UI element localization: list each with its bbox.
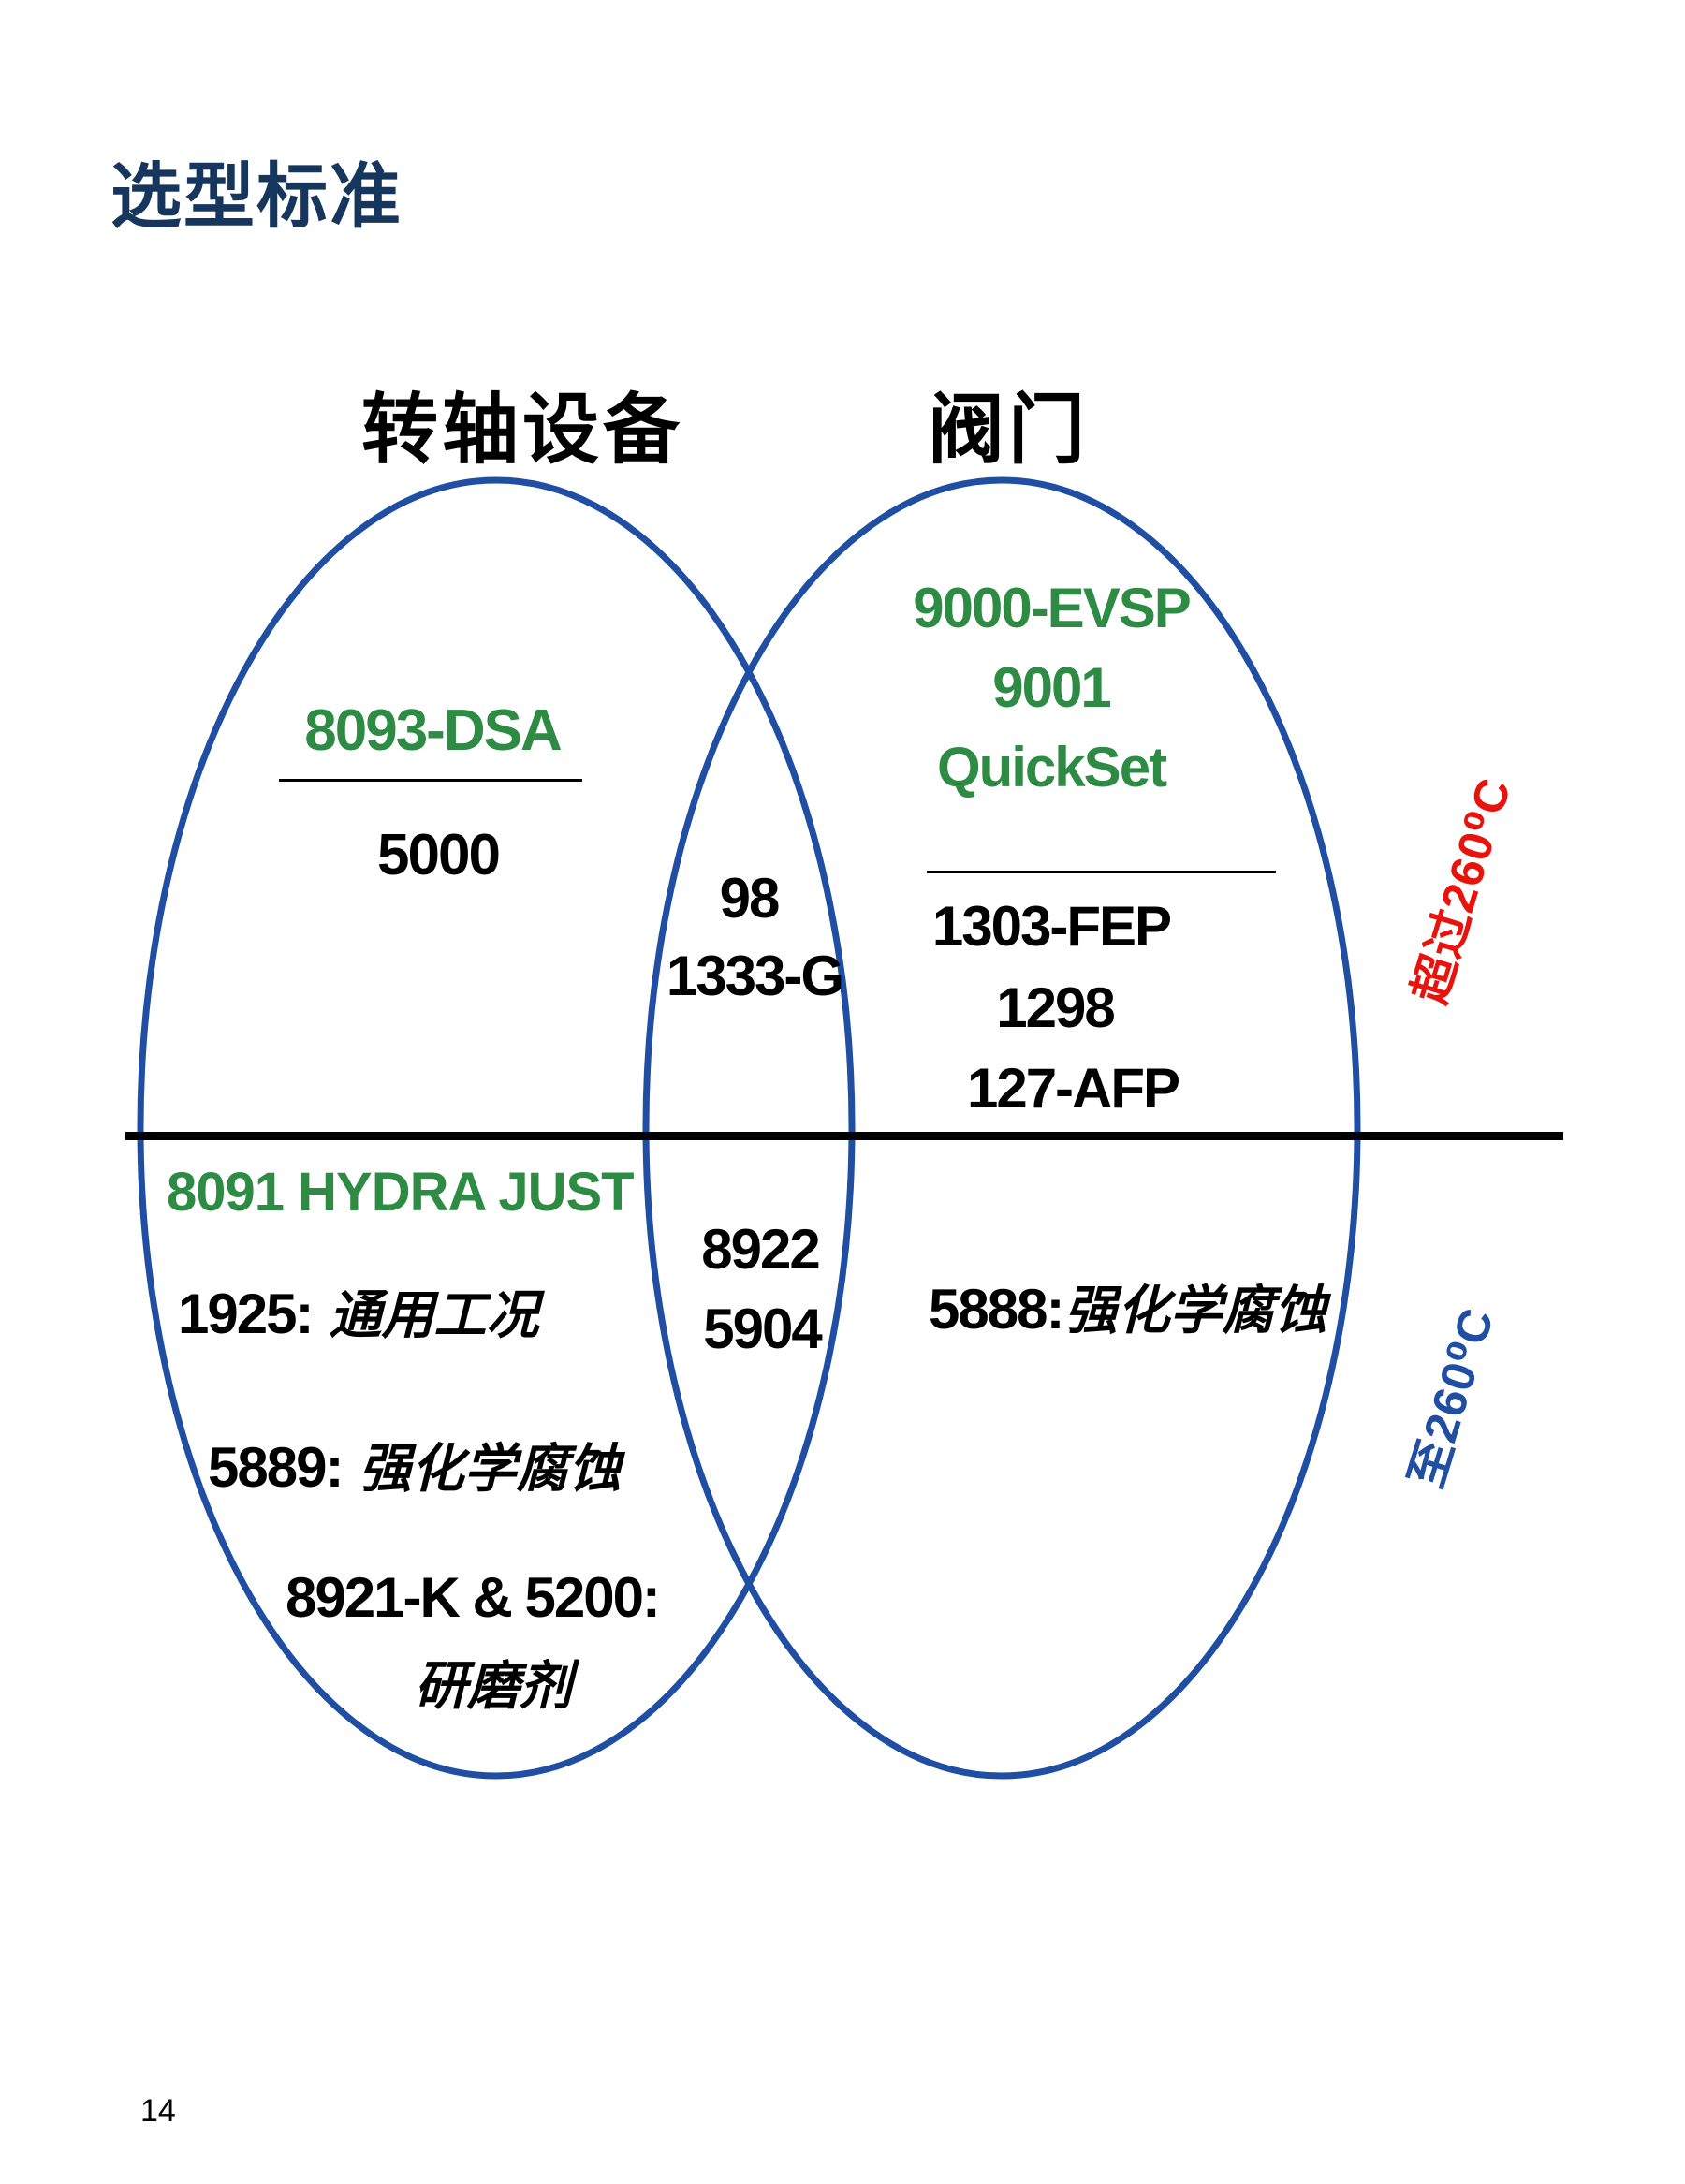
product-8093-dsa: 8093-DSA [304, 698, 562, 763]
entry-5888-desc: 强化学腐蚀 [1064, 1281, 1327, 1340]
product-9000-evsp: 9000-EVSP [913, 577, 1192, 639]
left-set-label: 转轴设备 [360, 388, 684, 473]
entry-1925-code: 1925: [178, 1283, 314, 1345]
right-ellipse [642, 476, 1361, 1780]
entry-1925: 1925: 通用工况 [178, 1273, 538, 1349]
page-number: 14 [140, 2093, 176, 2129]
entry-5889: 5889: 强化学腐蚀 [208, 1427, 621, 1502]
temperature-divider-line [125, 1132, 1563, 1140]
left-top-underline [279, 779, 582, 782]
product-1303-fep: 1303-FEP [931, 895, 1172, 958]
entry-8921k-5200-desc: 研磨剂 [415, 1656, 572, 1715]
entry-5889-desc: 强化学腐蚀 [359, 1439, 622, 1498]
left-ellipse [137, 476, 856, 1780]
product-quickset: QuickSet [936, 736, 1167, 799]
product-127-afp: 127-AFP [966, 1057, 1180, 1120]
entry-5888: 5888:强化学腐蚀 [929, 1268, 1326, 1344]
product-1333-g: 1333-G [666, 945, 844, 1007]
right-set-label: 阀门 [927, 388, 1090, 473]
page-title: 选型标准 [110, 157, 403, 237]
product-1298: 1298 [996, 976, 1115, 1039]
product-8922: 8922 [701, 1218, 820, 1281]
entry-5889-code: 5889: [208, 1436, 344, 1499]
product-8091-hydra-just: 8091 HYDRA JUST [167, 1162, 635, 1223]
product-98: 98 [719, 867, 781, 930]
entry-5888-code: 5888: [929, 1278, 1064, 1341]
entry-1925-desc: 通用工况 [329, 1285, 539, 1344]
entry-8921k-5200-code: 8921-K & 5200: [286, 1566, 661, 1629]
right-top-underline [927, 871, 1276, 873]
product-5000: 5000 [377, 823, 501, 887]
product-9001: 9001 [992, 656, 1111, 719]
product-5904: 5904 [703, 1297, 822, 1360]
